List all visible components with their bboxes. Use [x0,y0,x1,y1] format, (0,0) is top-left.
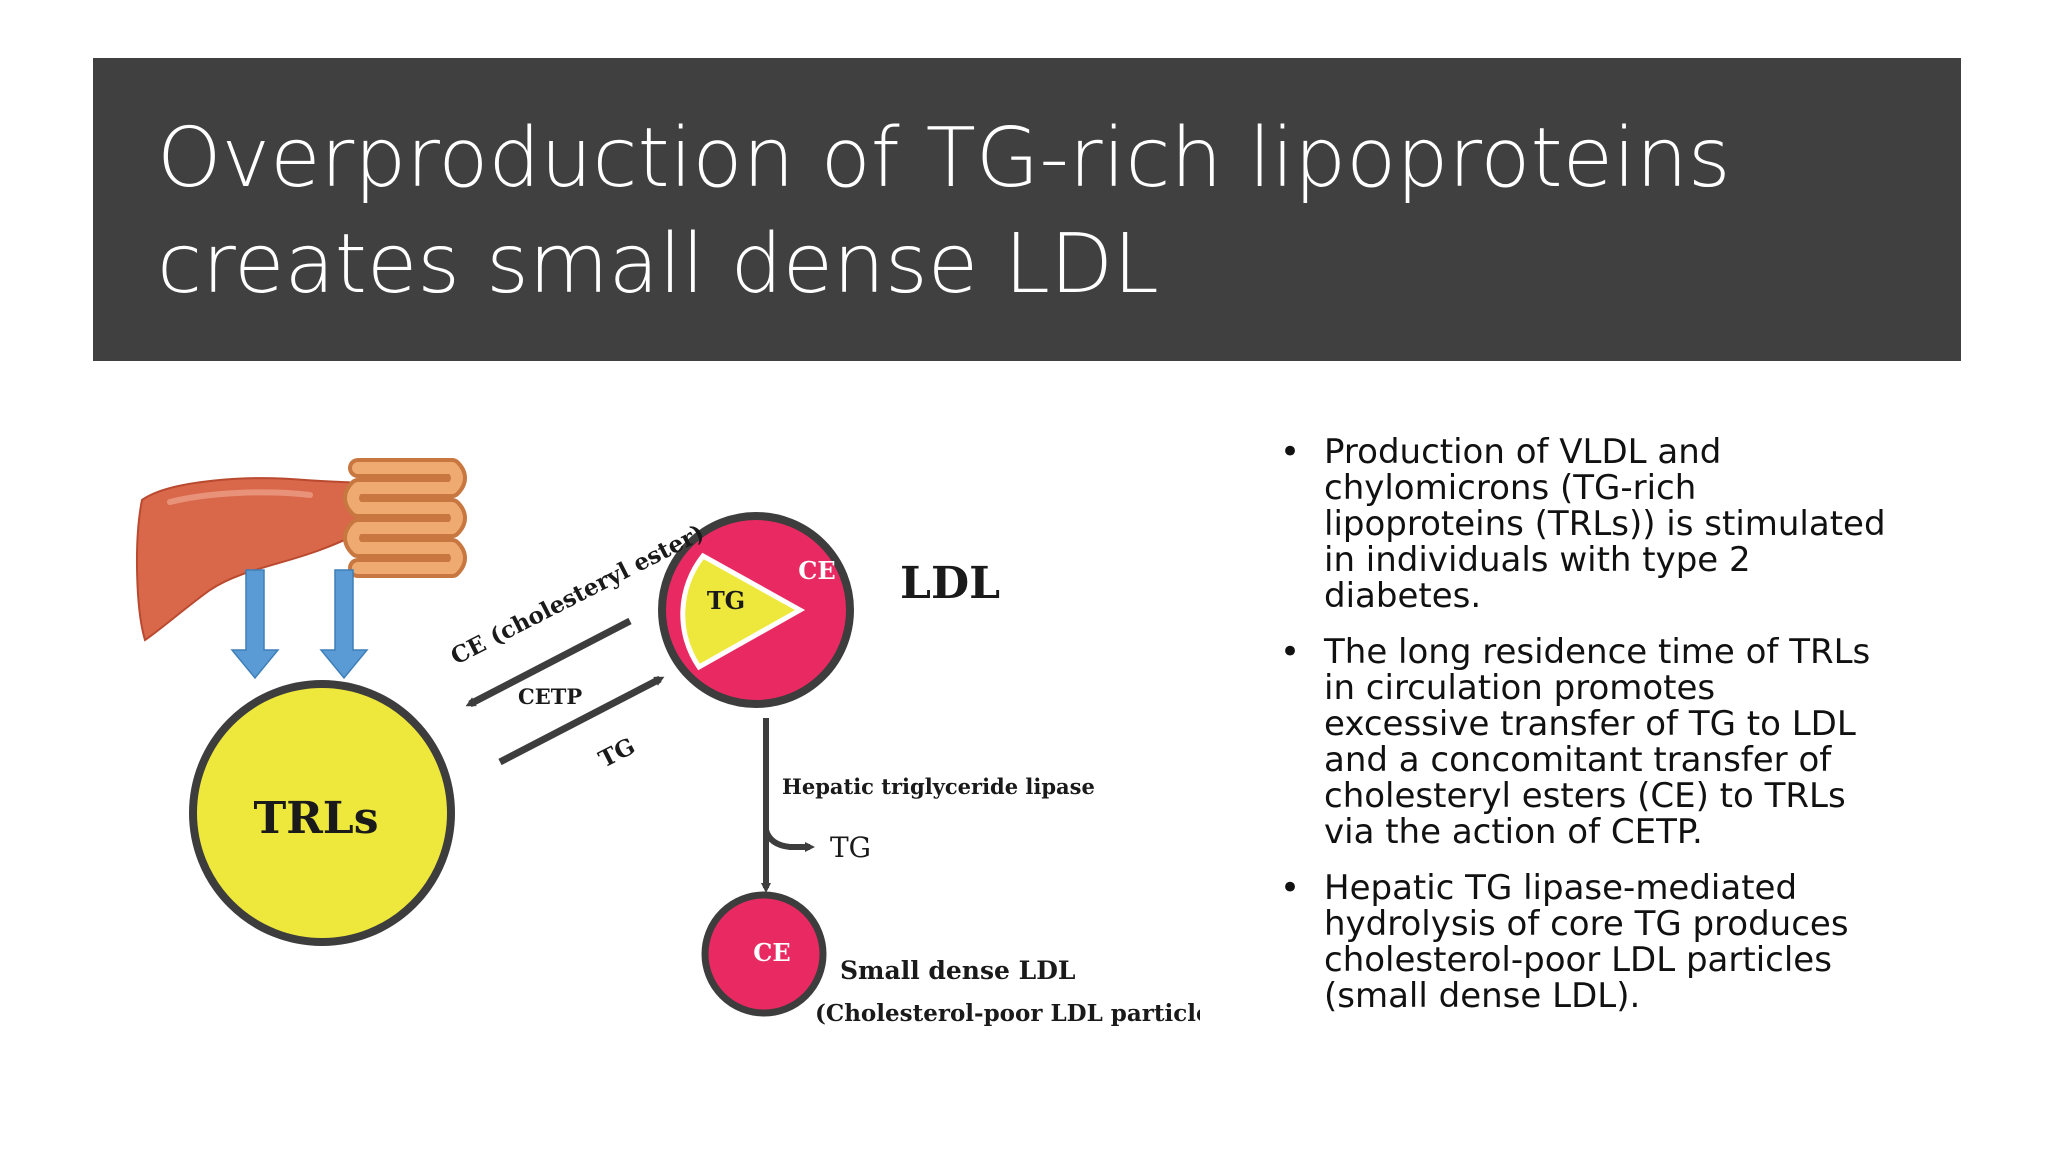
bullet-line: hydrolysis of core TG produces [1324,904,1849,944]
small-dense-ldl-sublabel: (Cholesterol-poor LDL particle) [815,1000,1200,1027]
liver-icon [135,477,394,642]
bullet-line: cholesterol-poor LDL particles [1324,940,1832,980]
tg-release-label: TG [830,831,871,864]
bullet-list: • Production of VLDL and chylomicrons (T… [1280,434,1920,1034]
liver-to-trl-arrow [230,569,280,680]
cetp-label: CETP [518,684,582,709]
bullet-line: The long residence time of TRLs [1324,632,1871,672]
bullet-line: diabetes. [1324,576,1482,616]
tg-release-arrow [763,829,815,852]
small-dense-ldl-label: Small dense LDL [840,956,1076,985]
bullet-line: in circulation promotes [1324,668,1716,708]
tg-transfer-arrow [498,675,665,766]
ldl-tg-label: TG [707,586,745,615]
ce-transfer-arrow [465,617,632,708]
intestine-to-trl-arrow [319,569,369,680]
bullet-dot: • [1280,432,1301,472]
bullet-line: chylomicrons (TG-rich [1324,468,1697,508]
liver-highlight [167,489,313,505]
bullet-line: via the action of CETP. [1324,812,1703,852]
bullet-line: excessive transfer of TG to LDL [1324,704,1856,744]
bullet-line: Production of VLDL and [1324,432,1722,472]
small-dense-ldl-particle [701,891,827,1017]
tg-arrow-label: TG [594,733,639,774]
bullet-line: (small dense LDL). [1324,976,1641,1016]
ldl-label: LDL [900,558,1000,609]
small-dense-ldl-ce-label: CE [753,938,790,967]
bullet-line: lipoproteins (TRLs)) is stimulated [1324,504,1886,544]
bullet-dot: • [1280,868,1301,908]
trl-particle [189,680,455,946]
bullet-line: and a concomitant transfer of [1324,740,1832,780]
bullet-item: • Production of VLDL and chylomicrons (T… [1280,434,1920,614]
bullet-item: • The long residence time of TRLs in cir… [1280,634,1920,850]
slide-title-line-2: creates small dense LDL [157,217,1159,312]
intestine-icon [343,458,467,578]
bullet-line: Hepatic TG lipase-mediated [1324,868,1798,908]
bullet-item: • Hepatic TG lipase-mediated hydrolysis … [1280,870,1920,1014]
bullet-line: in individuals with type 2 [1324,540,1751,580]
bullet-line: cholesteryl esters (CE) to TRLs [1324,776,1846,816]
ldl-ce-label: CE [798,556,835,585]
bullet-dot: • [1280,632,1301,672]
trl-label: TRLs [253,793,378,844]
ldl-tg-core [680,552,806,671]
title-bar: Overproduction of TG-rich lipoproteins c… [93,58,1961,361]
lipoprotein-diagram: TRLs TG CE LDL CE (cholesteryl ester) CE… [135,458,1200,1027]
hepatic-lipase-label: Hepatic triglyceride lipase [782,774,1095,799]
slide-title: Overproduction of TG-rich lipoproteins c… [157,106,1917,318]
slide-title-line-1: Overproduction of TG-rich lipoproteins [157,111,1731,206]
